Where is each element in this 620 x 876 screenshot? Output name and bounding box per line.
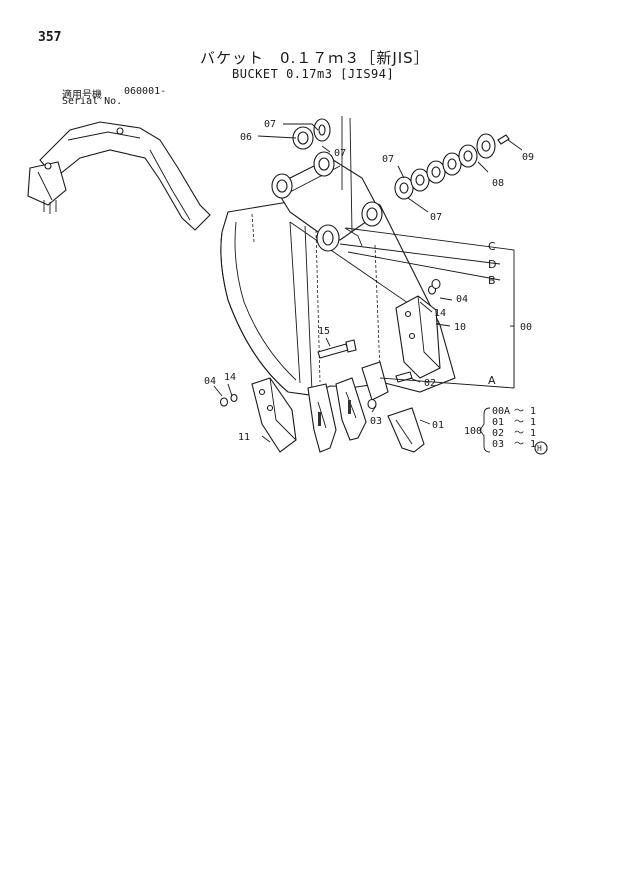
callout-11: 11	[238, 432, 250, 443]
callout-04: 04	[204, 376, 216, 387]
callout-01: 01	[432, 420, 444, 431]
callout-07: 07	[264, 119, 276, 130]
kit-number: 100	[464, 426, 482, 437]
letter-b: B	[488, 274, 496, 287]
shim-set-right	[394, 133, 510, 200]
page-number: 357	[38, 30, 62, 45]
serial-range: 060001-	[124, 86, 167, 97]
page-title-english: BUCKET 0.17m3 [JIS94]	[232, 67, 395, 81]
page-title-japanese: バケット 0.１７ｍ３［新JIS］	[200, 49, 430, 67]
kit-row-qty: ～ 1	[514, 439, 536, 450]
kit-row-qty: ～ 1	[514, 428, 536, 439]
callout-04: 04	[456, 294, 468, 305]
callout-09: 09	[522, 152, 534, 163]
circled-h-mark	[534, 441, 548, 455]
callout-07: 07	[382, 154, 394, 165]
applicable-machine-label: 適用号機	[62, 90, 102, 101]
callout-00: 00	[520, 322, 532, 333]
circled-h-mark-letter: H	[537, 444, 542, 453]
side-cutter-right	[395, 278, 441, 379]
callout-06: 06	[240, 132, 252, 143]
kit-bracket: 100 00A ～ 1 01 ～ 1 02 ～ 1 03 ～ 1 H	[464, 406, 548, 455]
side-cutter-left	[219, 377, 297, 453]
callout-02: 02	[424, 378, 436, 389]
callout-labels: 07 06 07 07 07 08 09 04 14 10 00 15 02 0…	[204, 119, 534, 443]
callout-15: 15	[318, 326, 330, 337]
excavator-arm-thumbnail	[27, 121, 211, 231]
reference-letters: C D B A	[488, 240, 496, 387]
bucket-bosses	[271, 151, 383, 252]
letter-d: D	[488, 258, 496, 271]
kit-row-part: 02	[492, 428, 504, 439]
callout-08: 08	[492, 178, 504, 189]
bolt	[317, 339, 357, 359]
callout-14: 14	[434, 308, 446, 319]
letter-a: A	[488, 374, 496, 387]
leader-lines	[213, 116, 523, 443]
bucket-teeth	[307, 361, 425, 453]
callout-07: 07	[430, 212, 442, 223]
callout-03: 03	[370, 416, 382, 427]
serial-label: Serial No.	[62, 96, 123, 107]
callout-07: 07	[334, 148, 346, 159]
callout-14: 14	[224, 372, 236, 383]
kit-row-qty: ～ 1	[514, 406, 536, 417]
callout-10: 10	[454, 322, 466, 333]
bushing-set-left	[292, 118, 331, 150]
letter-c: C	[488, 240, 496, 253]
kit-row-part: 00A	[492, 406, 510, 417]
kit-row-qty: ～ 1	[514, 417, 536, 428]
kit-row-part: 01	[492, 417, 504, 428]
kit-row-part: 03	[492, 439, 504, 450]
